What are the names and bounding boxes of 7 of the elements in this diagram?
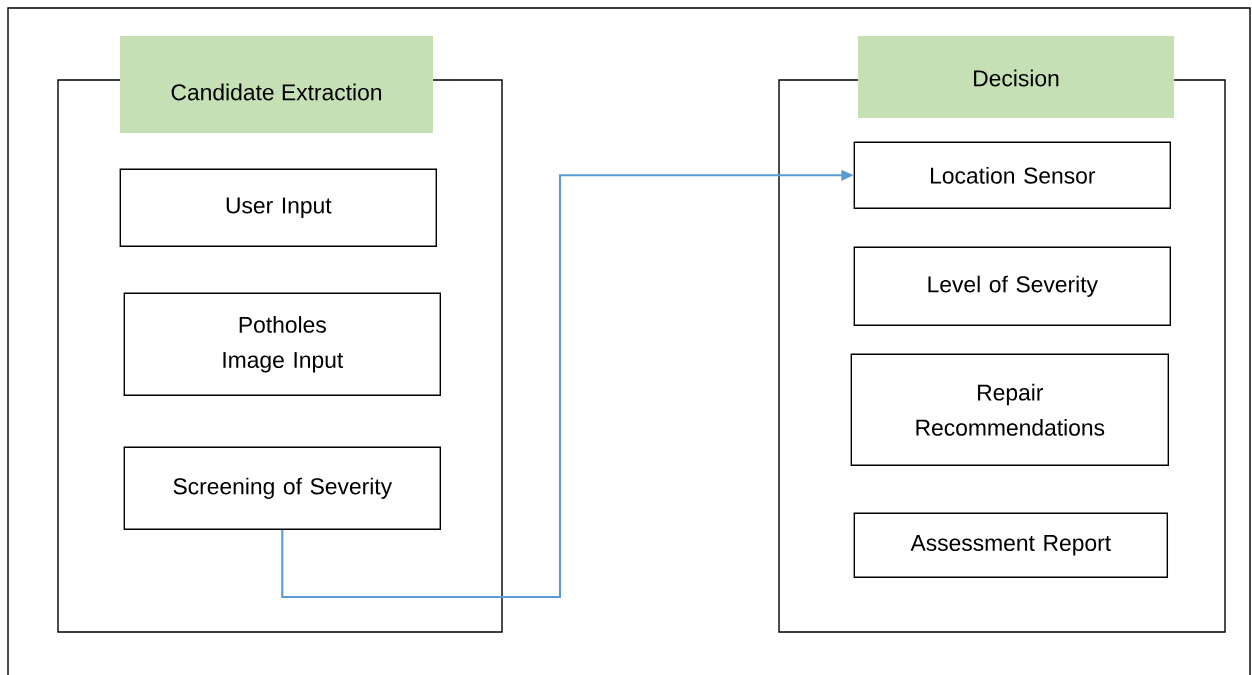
- process-box: Potholes Image Input: [123, 292, 441, 396]
- process-box: Level of Severity: [853, 246, 1171, 326]
- process-box: Screening of Severity: [123, 446, 441, 530]
- process-box: Assessment Report: [853, 512, 1168, 578]
- process-box: Repair Recommendations: [850, 353, 1170, 466]
- process-box: User Input: [119, 168, 437, 247]
- process-box: Location Sensor: [853, 141, 1171, 209]
